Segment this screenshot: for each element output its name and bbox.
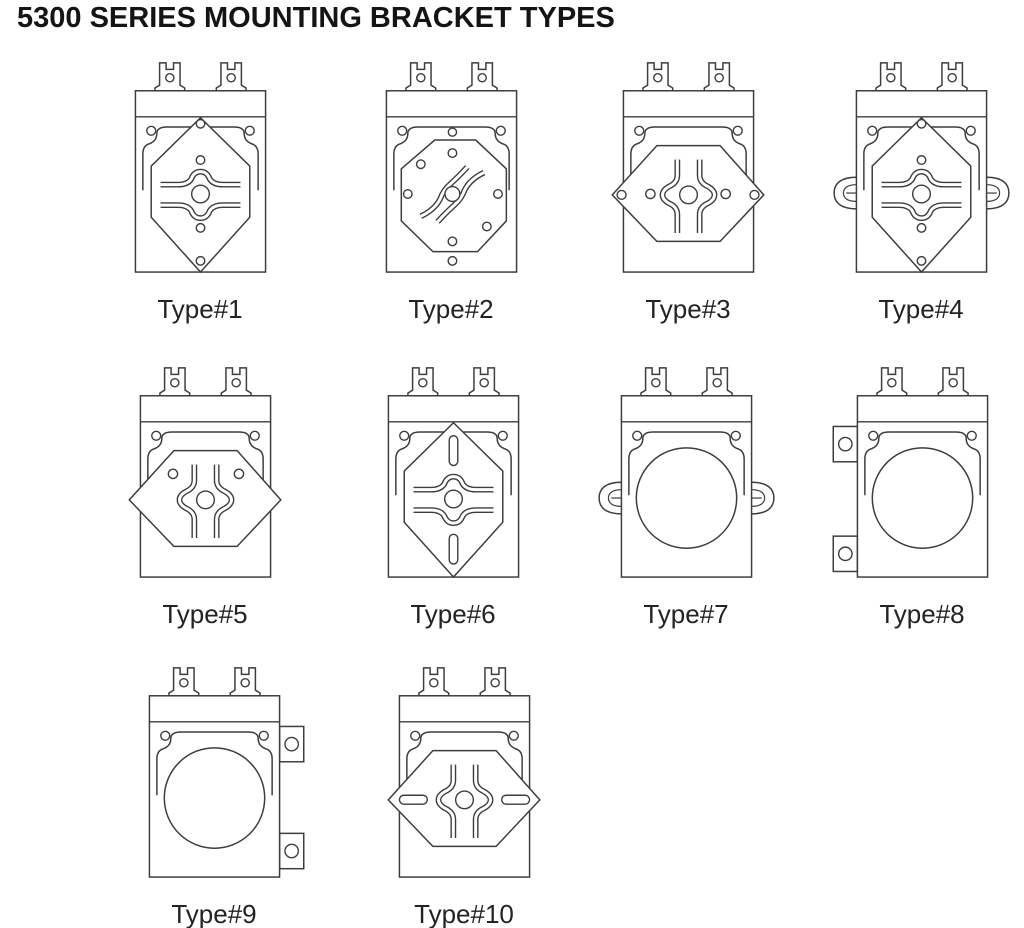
type-2-label: Type#2 <box>408 294 494 324</box>
type-5-label: Type#5 <box>162 599 248 629</box>
figure-type-4: Type#4 <box>811 35 1024 325</box>
type-1-label: Type#1 <box>157 294 243 324</box>
type-8-label: Type#8 <box>879 599 965 629</box>
type-6-drawing <box>351 340 556 578</box>
type-9-label: Type#9 <box>171 899 257 928</box>
type-9-drawing <box>112 640 304 891</box>
type-5-drawing <box>128 340 282 591</box>
figure-type-1: Type#1 <box>90 35 310 325</box>
type-3-drawing <box>611 35 765 286</box>
type-8-drawing <box>832 340 1024 591</box>
figure-type-3: Type#3 <box>578 35 798 325</box>
type-2-drawing <box>349 35 554 286</box>
figure-type-7: Type#7 <box>576 340 796 630</box>
type-10-drawing <box>387 640 541 891</box>
figure-type-9: Type#9 <box>104 640 324 928</box>
type-3-label: Type#3 <box>645 294 731 324</box>
figure-type-5: Type#5 <box>95 340 315 630</box>
figure-type-2: Type#2 <box>341 35 561 325</box>
figure-type-6: Type#6 <box>343 340 563 630</box>
type-7-drawing <box>597 340 775 591</box>
type-4-drawing <box>832 35 1010 273</box>
type-1-drawing <box>98 35 303 273</box>
figure-type-8: Type#8 <box>812 340 1024 630</box>
type-6-label: Type#6 <box>410 599 496 629</box>
type-4-label: Type#4 <box>878 294 964 324</box>
type-10-label: Type#10 <box>414 899 514 928</box>
figure-type-10: Type#10 <box>354 640 574 928</box>
type-7-label: Type#7 <box>643 599 729 629</box>
page-title: 5300 SERIES MOUNTING BRACKET TYPES <box>17 2 615 34</box>
